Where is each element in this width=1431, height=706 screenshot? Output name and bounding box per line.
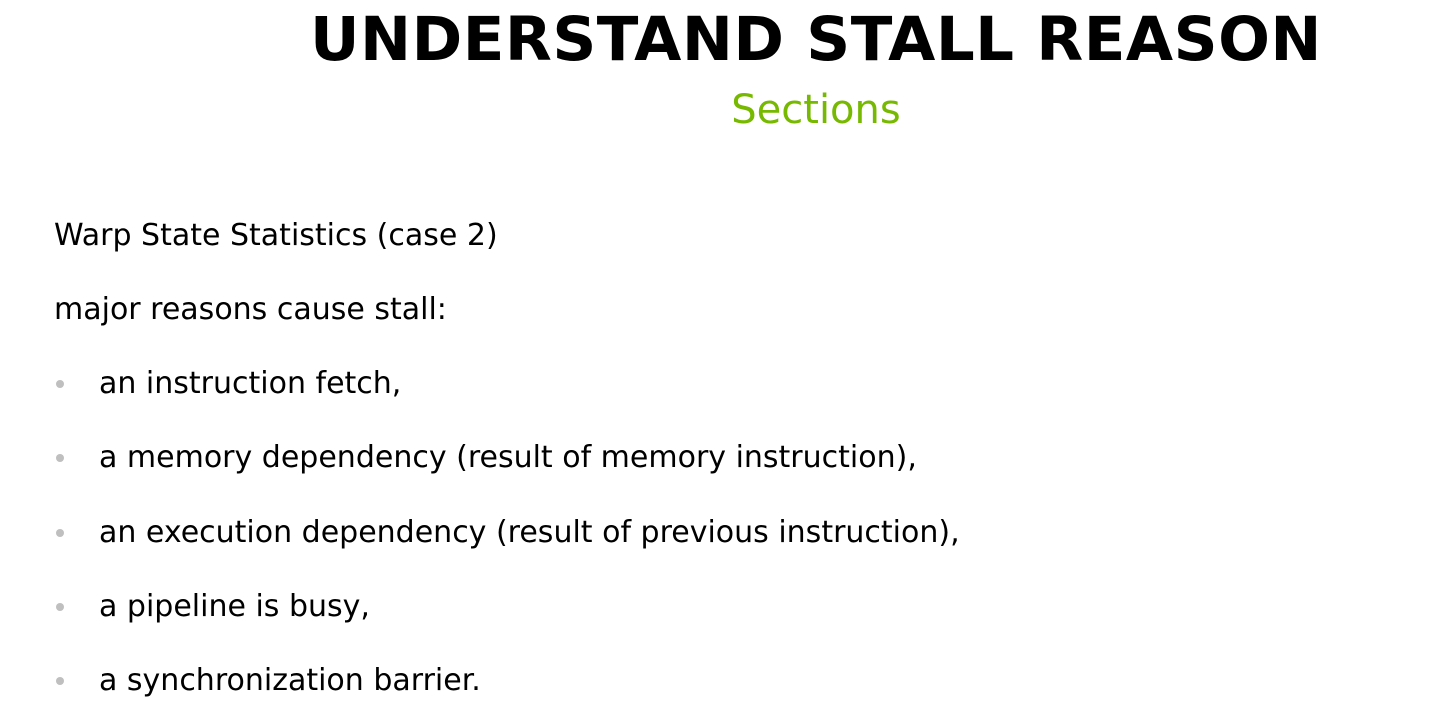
list-item-text: an execution dependency (result of previ… [99,515,960,550]
section-heading: Warp State Statistics (case 2) [54,218,498,253]
bullet-icon [56,677,64,685]
bullet-icon [56,380,64,388]
slide-title: UNDERSTAND STALL REASON [310,4,1322,75]
list-item-text: an instruction fetch, [99,366,402,401]
list-item-text: a synchronization barrier. [99,663,481,698]
bullet-icon [56,454,64,462]
list-item-text: a memory dependency (result of memory in… [99,440,917,475]
slide-subtitle: Sections [731,87,901,133]
intro-text: major reasons cause stall: [54,292,447,327]
bullet-icon [56,603,64,611]
bullet-icon [56,529,64,537]
list-item-text: a pipeline is busy, [99,589,370,624]
